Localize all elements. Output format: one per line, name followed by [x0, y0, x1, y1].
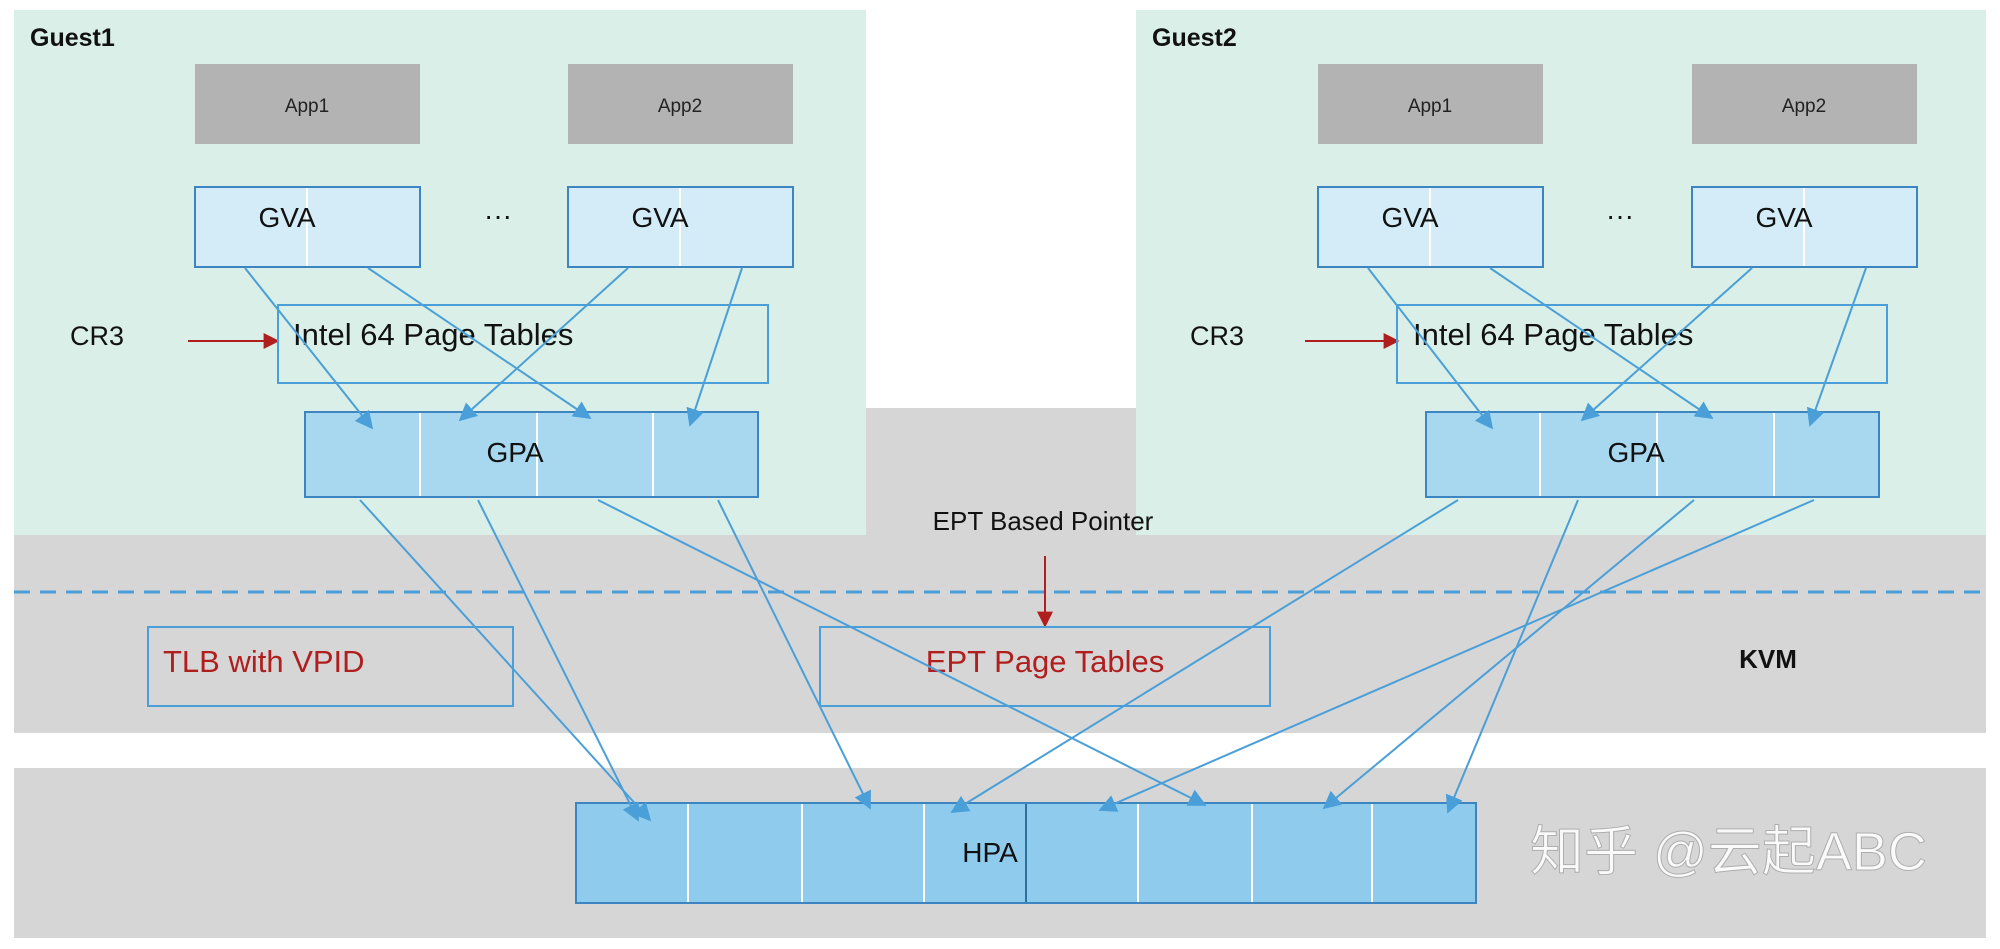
guest2-gva1-label: GVA — [1381, 202, 1438, 233]
guest2-ellipsis: ··· — [1606, 200, 1634, 231]
guest1-title: Guest1 — [30, 24, 115, 52]
guest1-gva2-label: GVA — [631, 202, 688, 233]
guest1-ellipsis: ··· — [484, 200, 512, 231]
guest2-page-tables-label: Intel 64 Page Tables — [1413, 317, 1693, 352]
guest1-gpa-box — [304, 411, 759, 498]
guest2-gpa-label: GPA — [1607, 437, 1664, 468]
guest1-app1-box — [195, 64, 420, 144]
guest2-app1-label: App1 — [1408, 96, 1452, 117]
guest2-page-tables-box — [1396, 304, 1888, 384]
guest2-gva2-label: GVA — [1755, 202, 1812, 233]
guest1-gpa-label: GPA — [486, 437, 543, 468]
watermark: 知乎 @云起ABC — [1530, 822, 1927, 882]
guest2-app2-label: App2 — [1782, 96, 1826, 117]
guest2-gpa-box — [1425, 411, 1880, 498]
guest1-page-tables-label: Intel 64 Page Tables — [293, 317, 573, 352]
ept-page-tables-box — [819, 626, 1271, 707]
hpa-label: HPA — [962, 837, 1018, 868]
tlb-label: TLB with VPID — [163, 644, 365, 679]
gpa-to-hpa-arrows — [359, 499, 1815, 822]
guest1-page-tables-box — [277, 304, 769, 384]
guest1-translation-arrows — [244, 267, 743, 430]
guest1-app1-label: App1 — [285, 96, 329, 117]
guest2-app1-box — [1318, 64, 1543, 144]
ept-page-tables-label: EPT Page Tables — [926, 644, 1164, 679]
ept-pointer-label: EPT Based Pointer — [933, 506, 1154, 536]
tlb-box — [147, 626, 514, 707]
guest1-cr3-label: CR3 — [70, 321, 124, 351]
guest2-translation-arrows — [1367, 267, 1867, 430]
guest1-app2-label: App2 — [658, 96, 702, 117]
guest2-cr3-label: CR3 — [1190, 321, 1244, 351]
center-gray-region — [866, 408, 1136, 548]
guest2-title: Guest2 — [1152, 24, 1237, 52]
kvm-region — [14, 535, 1986, 733]
guest2-app2-box — [1692, 64, 1917, 144]
guest1-app2-box — [568, 64, 793, 144]
guest1-gva1-label: GVA — [258, 202, 315, 233]
kvm-label: KVM — [1739, 644, 1797, 674]
